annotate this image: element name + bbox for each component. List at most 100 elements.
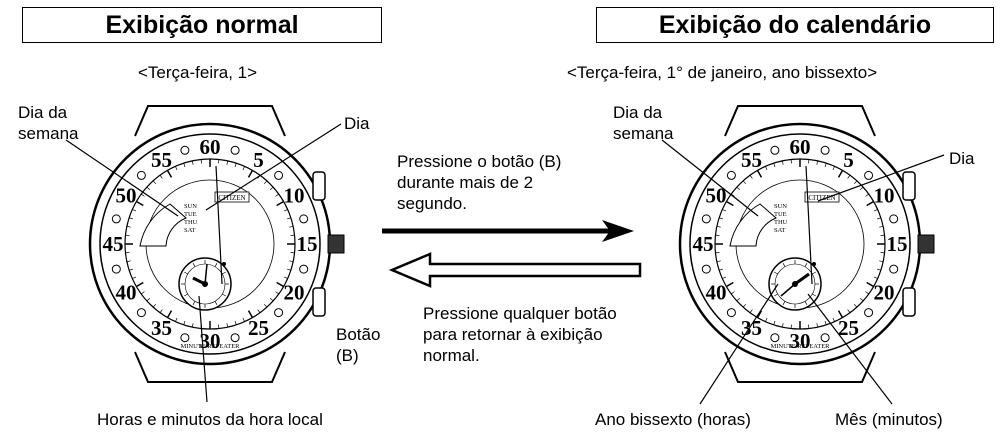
minute-tick [136, 200, 144, 207]
weekday-text: TUE [184, 211, 197, 218]
crown [917, 234, 935, 254]
minute-tick [859, 186, 864, 191]
minute-tick [837, 170, 844, 178]
minute-tick [141, 291, 145, 295]
minute-tick [719, 217, 724, 220]
minute-tick [873, 276, 878, 279]
minute-tick [276, 281, 284, 288]
minute-tick [847, 309, 851, 313]
minute-tick [726, 281, 734, 288]
minute-tick [832, 317, 835, 322]
minute-tick [129, 268, 134, 271]
minute-tick [736, 186, 741, 191]
minute-tick [175, 317, 178, 322]
bezel-screw [299, 264, 309, 274]
minute-marker: 35 [151, 316, 172, 340]
minute-marker: 30 [790, 329, 811, 353]
minute-marker: 15 [297, 232, 318, 256]
minute-tick [286, 268, 291, 271]
minute-marker: 45 [693, 232, 714, 256]
subdial-tick [214, 301, 218, 305]
minute-tick [876, 268, 881, 271]
dial-dot [812, 262, 816, 266]
weekday-text: SUN [184, 203, 197, 210]
minute-tick [837, 310, 844, 318]
minute-tick [159, 175, 163, 179]
bezel-ring [689, 133, 911, 355]
minute-tick [141, 193, 145, 197]
bezel-screw [111, 214, 121, 224]
bezel-screw [889, 264, 899, 274]
lug-bottom [134, 351, 286, 383]
weekday-label-right: Dia da semana [613, 103, 674, 143]
brand-text: CITIZEN [808, 194, 835, 202]
minute-marker: 50 [705, 184, 726, 208]
bezel-screw [770, 145, 780, 155]
day-label-left: Dia [344, 114, 370, 133]
minute-tick [183, 320, 186, 325]
minute-tick [234, 163, 237, 168]
minute-tick [716, 260, 721, 263]
minute-marker: 55 [741, 148, 762, 172]
watch-right: 60510152025303540455055SUNTUETHUSATCITIZ… [678, 105, 935, 383]
minute-tick [269, 186, 274, 191]
bezel-screw [180, 333, 190, 343]
minute-tick [749, 309, 753, 313]
minute-tick [736, 297, 741, 302]
bezel-screw [864, 170, 874, 180]
weekday-text: THU [774, 219, 788, 226]
subdial-tick [804, 263, 808, 267]
day-label-right: Dia [949, 149, 975, 168]
bezel-text: MINUTE REPEATER [180, 343, 240, 350]
subdial-tick [184, 293, 188, 297]
minute-marker: 30 [200, 329, 221, 353]
minute-tick [731, 291, 735, 295]
minute-tick [731, 193, 735, 197]
minute-tick [242, 317, 245, 322]
weekday-text: SUN [774, 203, 787, 210]
minute-tick [722, 276, 727, 279]
minute-tick [859, 297, 864, 302]
leap-year-label: Ano bissexto (horas) [595, 410, 751, 429]
minute-tick [146, 297, 151, 302]
subdial-tick [192, 301, 196, 305]
minute-tick [257, 309, 261, 313]
lug-top [724, 105, 876, 137]
pusher-top [312, 171, 326, 201]
minute-tick [773, 163, 776, 168]
minute-tick [832, 166, 835, 171]
minute-tick [866, 200, 874, 207]
minute-tick [865, 291, 869, 295]
leader-lines-left [65, 123, 342, 403]
subdial-tick [812, 293, 816, 297]
weekday-text: TUE [774, 211, 787, 218]
bezel-screw [701, 264, 711, 274]
bezel-screw [726, 170, 736, 180]
minute-tick [276, 200, 284, 207]
bezel-screw [230, 145, 240, 155]
bezel-screw [230, 333, 240, 343]
bezel-screw [701, 214, 711, 224]
minute-tick [234, 320, 237, 325]
minute-tick [152, 180, 157, 185]
minute-tick [824, 163, 827, 168]
minute-marker: 40 [115, 281, 136, 305]
minute-tick [289, 225, 294, 228]
calendar-display-title: Exibição do calendário [596, 7, 994, 43]
minute-marker: 50 [115, 184, 136, 208]
minute-tick [879, 260, 884, 263]
minute-tick [722, 209, 727, 212]
minute-marker: 60 [790, 135, 811, 159]
minute-tick [853, 303, 858, 308]
minute-tick [773, 320, 776, 325]
subdial-pin [202, 281, 208, 287]
pusher-top [902, 171, 916, 201]
minute-tick [247, 310, 254, 318]
weekday-text: THU [184, 219, 198, 226]
subdial-tick [184, 271, 188, 275]
minute-tick [247, 170, 254, 178]
brand-box [804, 191, 840, 203]
normal-display-title: Exibição normal [22, 7, 382, 43]
bezel-screw [726, 308, 736, 318]
